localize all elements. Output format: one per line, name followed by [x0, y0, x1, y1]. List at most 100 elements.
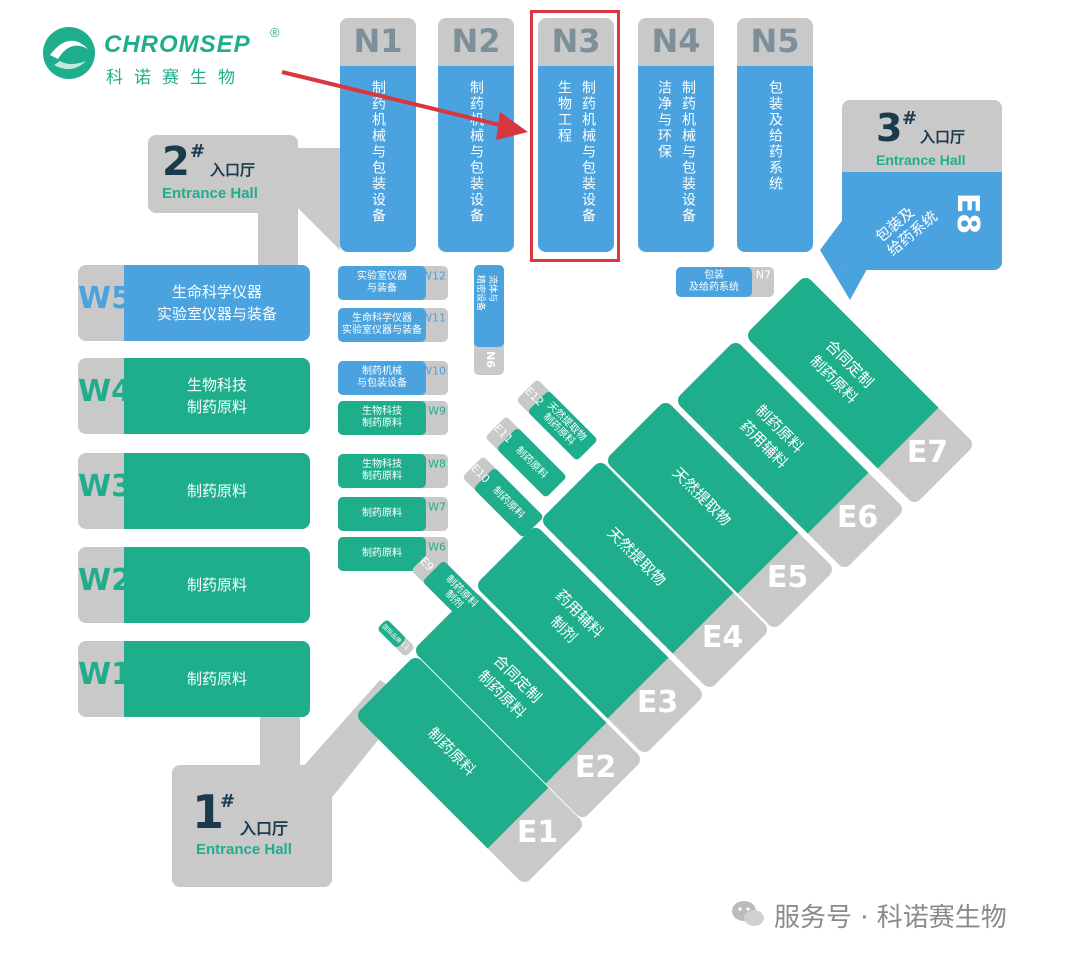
hall-w7[interactable]: 制药原料 W7	[338, 497, 448, 531]
hall-n5-label: 包装及给药系统	[737, 80, 813, 250]
hall-w9-code: W9	[428, 404, 446, 418]
hall-w4-code: W4	[78, 374, 132, 409]
footer-watermark: 服务号 · 科诺赛生物	[730, 895, 1060, 935]
hall-w2-code: W2	[78, 563, 132, 598]
hall-n4[interactable]: N4 制药机械与包装设备洁净与环保	[638, 18, 714, 252]
hall-e3-code: E3	[636, 685, 679, 721]
entrance-2-mark: #	[190, 141, 206, 162]
hall-n6-label: 流体与 精密设备	[474, 275, 498, 311]
hall-w12-line2: 与装备	[367, 283, 397, 294]
hall-n6-line1: 流体与	[487, 275, 497, 303]
hall-w7-code: W7	[428, 500, 446, 514]
hall-w11-line2: 实验室仪器与装备	[342, 325, 422, 336]
hall-n3-line1: 制药机械与包装设备	[580, 80, 596, 224]
entrance-1-mark: #	[220, 791, 236, 812]
hall-w9-line2: 制药原料	[362, 418, 402, 429]
entrance-1-number: 1	[192, 785, 225, 839]
entrance-2-number: 2	[162, 139, 190, 185]
hall-w7-line1: 制药原料	[362, 508, 402, 519]
entrance-2-cn: 入口厅	[210, 161, 256, 179]
hall-n4-line2: 洁净与环保	[656, 80, 672, 160]
hall-e1-line1: 制药原料	[424, 724, 480, 780]
hall-w8-line1: 生物科技	[362, 459, 402, 470]
entrance-3-number: 3	[876, 106, 903, 150]
hall-w11-line1: 生命科学仪器	[352, 313, 412, 324]
hall-w5-line1: 生命科学仪器	[171, 283, 262, 301]
hall-n3-body: 制药机械与包装设备生物工程	[538, 66, 614, 252]
hall-n6-line2: 精密设备	[475, 275, 485, 312]
hall-n6-code: N6	[483, 351, 497, 368]
hall-w8-code: W8	[428, 457, 446, 471]
entrance-hall-3: 3 # 入口厅 Entrance Hall 包装及 给药系统 E8	[842, 100, 1002, 270]
hall-n7-line2: 及给药系统	[689, 282, 739, 293]
hall-w8-body: 生物科技制药原料	[338, 454, 426, 488]
hall-w1-code: W1	[78, 657, 132, 692]
hall-w12[interactable]: 实验室仪器与装备 W12	[338, 266, 448, 300]
hall-n7[interactable]: 包装 及给药系统 N7	[676, 267, 774, 297]
hall-n3-label: 制药机械与包装设备生物工程	[538, 80, 614, 250]
wechat-icon	[732, 901, 764, 926]
hall-w4-body: 生物科技制药原料	[124, 358, 310, 434]
hall-e8-label: 包装及 给药系统	[872, 193, 941, 260]
hall-w11-code: W11	[421, 311, 446, 325]
hall-n4-code: N4	[651, 22, 701, 60]
hall-w8-line2: 制药原料	[362, 471, 402, 482]
hall-n6-body: 流体与 精密设备	[474, 265, 504, 347]
hall-e4-line1: 天然提取物	[603, 523, 670, 590]
hall-w1[interactable]: W1 制药原料	[78, 641, 310, 717]
hall-n7-body: 包装 及给药系统	[676, 267, 752, 297]
logo-swirl-icon	[43, 27, 95, 79]
logo: CHROMSEP ® 科诺赛生物	[40, 25, 290, 95]
hall-w3-code: W3	[78, 469, 132, 504]
hall-e6-code: E6	[836, 500, 879, 536]
hall-n4-line1: 制药机械与包装设备	[680, 80, 696, 224]
hall-e7-code: E7	[906, 435, 949, 471]
footer-text: 服务号 · 科诺赛生物	[774, 903, 1007, 933]
hall-w6-body: 制药原料	[338, 537, 426, 571]
hall-n1-body: 制药机械与包装设备	[340, 66, 416, 252]
entrance-2-en: Entrance Hall	[162, 185, 258, 202]
hall-n5-line1: 包装及给药系统	[767, 80, 783, 192]
entrance-hall-1: 1 # 入口厅 Entrance Hall	[172, 765, 332, 887]
hall-n3[interactable]: N3 制药机械与包装设备生物工程	[538, 18, 614, 252]
highlight-box-n3	[530, 10, 620, 262]
hall-e8-code: E8	[949, 192, 985, 235]
hall-w5-code: W5	[78, 281, 132, 316]
hall-n6[interactable]: 流体与 精密设备 N6	[474, 265, 504, 375]
logo-brand: CHROMSEP	[104, 31, 251, 58]
hall-w12-line1: 实验室仪器	[357, 271, 407, 282]
hall-n3-code: N3	[551, 22, 601, 60]
entrance-1-cn: 入口厅	[240, 819, 289, 838]
hall-w7-body: 制药原料	[338, 497, 426, 531]
hall-w6-line1: 制药原料	[362, 548, 402, 559]
hall-e5-code: E5	[766, 560, 809, 596]
hall-n2-label: 制药机械与包装设备	[438, 80, 514, 250]
hall-w5-body: 生命科学仪器实验室仪器与装备	[124, 265, 310, 341]
hall-w10-line1: 制药机械	[362, 366, 402, 377]
hall-w1-line1: 制药原料	[186, 670, 247, 688]
hall-e8[interactable]: 包装及 给药系统 E8	[842, 172, 1002, 270]
entrance-3-mark: #	[902, 108, 918, 129]
logo-cn: 科诺赛生物	[106, 68, 246, 88]
entrance-1-en: Entrance Hall	[196, 841, 292, 858]
hall-n2-line1: 制药机械与包装设备	[468, 80, 484, 224]
hall-n1-line1: 制药机械与包装设备	[370, 80, 386, 224]
hall-w4-line2: 制药原料	[186, 398, 247, 416]
hall-n7-line1: 包装	[704, 270, 724, 281]
hall-n4-label: 制药机械与包装设备洁净与环保	[638, 80, 714, 250]
entrance-3-cn: 入口厅	[920, 128, 966, 146]
hall-w12-code: W12	[421, 269, 446, 283]
